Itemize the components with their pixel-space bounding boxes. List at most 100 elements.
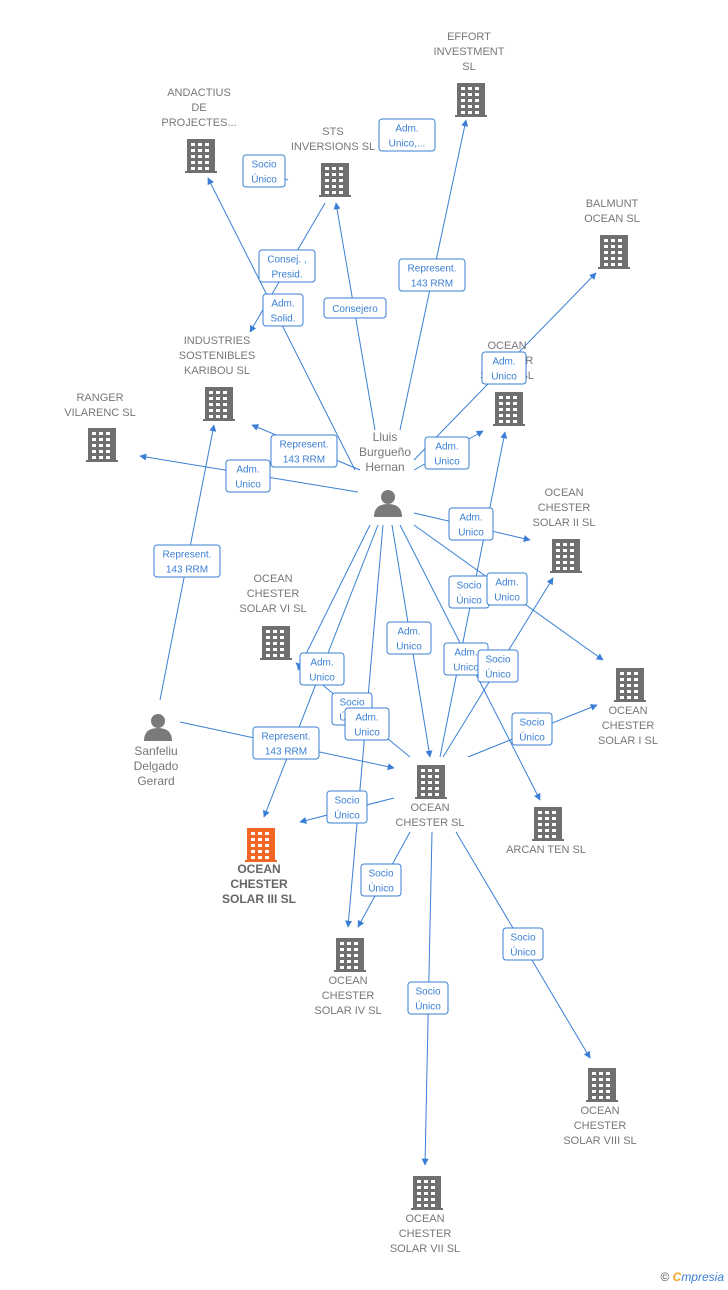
relation-badge-r10[interactable]: Adm.Unico [424, 436, 470, 470]
node-label-line: RANGER [76, 392, 123, 404]
relation-badge-r12[interactable]: Represent. 143 RRM [153, 544, 221, 578]
node-ranger[interactable]: RANGER VILARENC SL [64, 392, 136, 462]
relation-badge-r21[interactable]: Represent. 143 RRM [252, 726, 320, 760]
node-label-line: OCEAN SL [584, 213, 640, 225]
building-icon [245, 828, 277, 862]
relation-label-line: 143 RRM [265, 747, 307, 758]
node-label-line: OCEAN [237, 862, 280, 876]
relation-label-line: 143 RRM [283, 455, 325, 466]
relation-label-line: Unico [309, 673, 335, 684]
relation-label-line: Unico [235, 480, 261, 491]
relation-badge-r7[interactable]: Adm.Unico [481, 351, 527, 385]
building-icon [614, 668, 646, 702]
relation-badge-r8[interactable]: Represent. 143 RRM [270, 434, 338, 468]
edge-lluis-to-solar6 [297, 524, 371, 671]
relation-label-line: Unico,... [389, 139, 426, 150]
node-label-line: OCEAN [328, 975, 367, 987]
building-icon [455, 83, 487, 117]
relation-badge-r17[interactable]: Adm.Unico [299, 652, 345, 686]
building-icon [550, 539, 582, 573]
relation-label-line: Socio [251, 160, 276, 171]
building-icon [586, 1068, 618, 1102]
node-label-line: EFFORT [447, 31, 491, 43]
relation-badge-r14[interactable]: Adm.Unico [486, 572, 528, 606]
relation-label-line: 143 RRM [411, 279, 453, 290]
relation-label-line: Represent. [163, 550, 212, 561]
node-label-line: STS [322, 126, 343, 138]
building-icon [493, 392, 525, 426]
node-label-line: OCEAN [253, 573, 292, 585]
relation-label-line: Único [415, 1000, 441, 1013]
node-label-line: INVESTMENT [434, 46, 505, 58]
relation-badge-r9[interactable]: Adm.Unico [225, 459, 271, 493]
brand-logo-initial: C [672, 1270, 682, 1284]
person-icon [374, 490, 402, 517]
relation-badge-r5[interactable]: Consejero [323, 297, 387, 319]
relation-label-line: Represent. [280, 440, 329, 451]
node-arcan[interactable]: ARCAN TEN SL [506, 807, 586, 856]
relation-label-line: Socio [485, 655, 510, 666]
node-label-line: DE [191, 102, 206, 114]
relation-badge-r16[interactable]: Adm.Unico [443, 642, 489, 676]
relation-badge-r3[interactable]: Consej. ,Presid. [258, 249, 316, 283]
relation-label-line: Unico [434, 457, 460, 468]
node-label-line: OCEAN [405, 1213, 444, 1225]
relation-label-line: Socio [368, 869, 393, 880]
relation-badge-r6[interactable]: Represent.143 RRM [398, 258, 466, 292]
node-label-line: SOLAR VIII SL [563, 1135, 636, 1147]
node-label-line: CHESTER [399, 1228, 452, 1240]
relation-label-line: Unico [453, 663, 479, 674]
relation-badge-r1[interactable]: Adm.Unico,... [378, 118, 436, 152]
relation-label-line: Unico [354, 728, 380, 739]
relation-label-line: 143 RRM [166, 565, 208, 576]
node-label-line: CHESTER SL [395, 817, 464, 829]
relation-badge-r20[interactable]: Adm.Unico [344, 707, 390, 741]
relation-label-line: Socio [334, 796, 359, 807]
node-label-line: ANDACTIUS [167, 87, 231, 99]
relation-badge-r11[interactable]: Adm.Unico [448, 507, 494, 541]
node-label-line: Sanfeliu [134, 744, 177, 758]
relation-label-line: Represent. [262, 732, 311, 743]
copyright-icon: © [660, 1270, 670, 1284]
relation-label-line: Socio [415, 987, 440, 998]
relation-label-line: Consejero [332, 304, 378, 315]
node-label-line: CHESTER [247, 588, 300, 600]
node-label-line: SOLAR I SL [598, 735, 658, 747]
node-andactius[interactable]: ANDACTIUSDEPROJECTES... [161, 87, 237, 173]
node-label-line: CHESTER [602, 720, 655, 732]
node-label-line: CHESTER [538, 502, 591, 514]
relation-badge-r4[interactable]: Adm.Solid. [262, 293, 304, 327]
building-icon [415, 765, 447, 799]
node-label-line: Lluis [373, 430, 398, 444]
person-icon [144, 714, 172, 741]
node-label-line: VILARENC SL [64, 407, 136, 419]
relation-badge-r15[interactable]: Adm.Unico [386, 621, 432, 655]
brand-footer[interactable]: © Cmpresia [660, 1270, 724, 1284]
relation-label-line: Unico [458, 528, 484, 539]
node-label-line: OCEAN [487, 340, 526, 352]
relation-label-line: Socio [519, 718, 544, 729]
